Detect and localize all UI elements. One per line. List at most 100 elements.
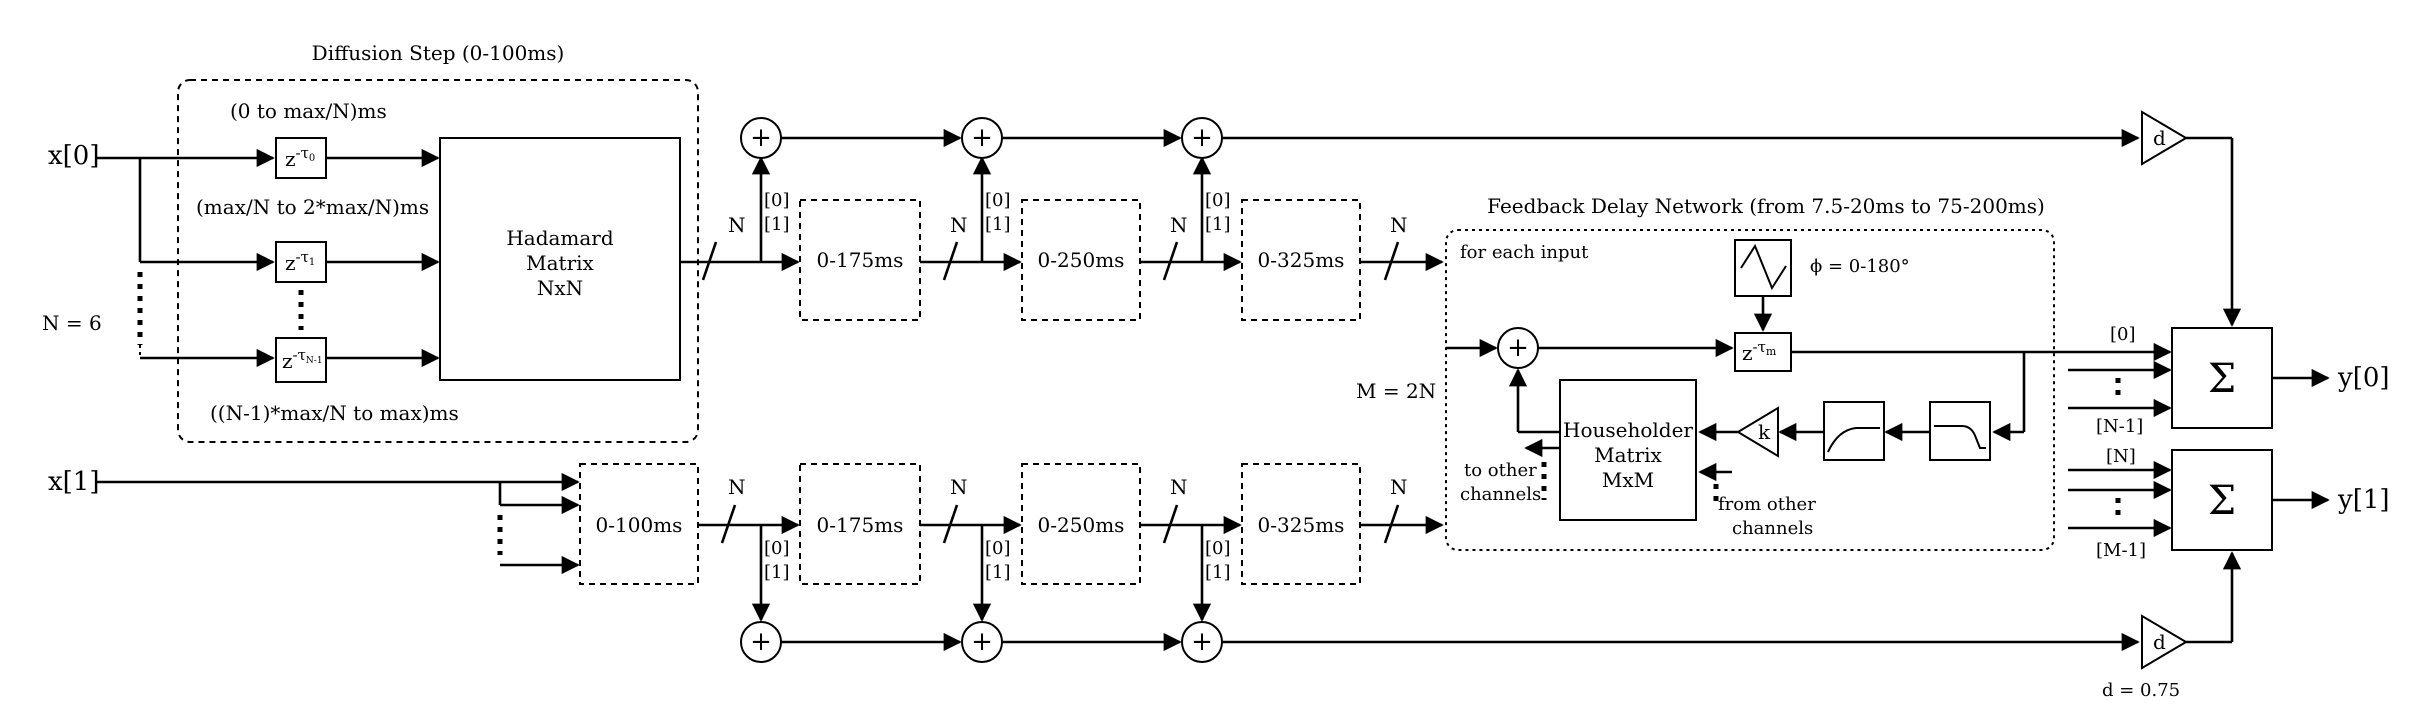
idx-top-1-b: [1] xyxy=(764,214,790,235)
lowpass-filter xyxy=(1929,401,1991,461)
idx-bot-1-a: [0] xyxy=(764,538,790,559)
idx-bot-2-a: [0] xyxy=(985,538,1011,559)
output-sum-block-0 xyxy=(2171,327,2273,429)
delay-0-250-top-label: 0-250ms xyxy=(1038,248,1125,272)
tapN-range-label: ((N-1)*max/N to max)ms xyxy=(210,401,459,425)
output-sum-block-1 xyxy=(2171,449,2273,551)
sum1-in-label-n: [N] xyxy=(2106,446,2136,467)
highpass-curve-icon xyxy=(1827,427,1880,453)
tap0-sub: 0 xyxy=(309,153,315,164)
bus-n-top-1: N xyxy=(728,213,746,237)
tap1-sub: 1 xyxy=(309,257,315,268)
to-other-channels-2: channels xyxy=(1460,484,1541,505)
tap0-z: z xyxy=(285,147,296,171)
mod-delay-tau: -τ xyxy=(1753,338,1766,356)
idx-bot-3-a: [0] xyxy=(1205,538,1231,559)
svg-text:z-τm: z-τm xyxy=(1742,338,1777,365)
sum-node-bot-3-plus: + xyxy=(1191,627,1213,657)
delay-0-325-top xyxy=(1241,199,1361,321)
tap1-delay-box xyxy=(275,241,327,283)
idx-top-1-a: [0] xyxy=(764,190,790,211)
tap0-delay-box xyxy=(275,137,327,179)
sum-node-bot-2-plus: + xyxy=(971,627,993,657)
to-other-channels-1: to other xyxy=(1464,460,1537,481)
bus-n-top-3: N xyxy=(1170,213,1188,237)
svg-text:z-τ0: z-τ0 xyxy=(285,144,315,171)
tapN-delay-box xyxy=(275,337,327,383)
sum-node-top-1-plus: + xyxy=(750,123,772,153)
delay-0-100 xyxy=(579,463,699,585)
mod-delay-sub: m xyxy=(1766,345,1777,358)
idx-bot-1-b: [1] xyxy=(764,562,790,583)
householder-matrix-block xyxy=(1559,379,1697,521)
bus-n-bot-4: N xyxy=(1390,475,1408,499)
sum-node-top-2-plus: + xyxy=(971,123,993,153)
tap1-tau: -τ xyxy=(296,248,309,266)
delay-0-250-top xyxy=(1021,199,1141,321)
sum1-in-label-m1: [M-1] xyxy=(2096,540,2146,561)
hadamard-matrix-block xyxy=(439,137,681,381)
delay-0-175-bot-label: 0-175ms xyxy=(817,513,904,537)
from-other-channels-1: from other xyxy=(1718,494,1816,515)
tap1-z: z xyxy=(285,251,296,275)
gain-d-top-label: d xyxy=(2153,126,2166,150)
idx-top-2-b: [1] xyxy=(985,214,1011,235)
phi-label: ϕ = 0-180° xyxy=(1810,256,1910,277)
bus-n-bot-3: N xyxy=(1170,475,1188,499)
sum0-in-label-0: [0] xyxy=(2110,324,2136,345)
output-sum-1-sigma: Σ xyxy=(2208,478,2236,524)
sum-node-top-3-plus: + xyxy=(1191,123,1213,153)
lowpass-curve-icon xyxy=(1934,425,1986,449)
delay-0-325-bot xyxy=(1241,463,1361,585)
input-x1-label: x[1] xyxy=(48,467,100,497)
d-value-label: d = 0.75 xyxy=(2102,680,2180,701)
fdn-title: Feedback Delay Network (from 7.5-20ms to… xyxy=(1487,194,2045,218)
from-other-channels-2: channels xyxy=(1732,518,1813,539)
delay-0-250-bot xyxy=(1021,463,1141,585)
m-equals-label: M = 2N xyxy=(1356,379,1436,403)
highpass-filter xyxy=(1823,401,1885,461)
fdn-for-each-input: for each input xyxy=(1460,242,1589,263)
delay-0-100-label: 0-100ms xyxy=(596,513,683,537)
tap1-range-label: (max/N to 2*max/N)ms xyxy=(196,195,429,219)
triangle-wave-icon xyxy=(1740,243,1787,291)
n-equals-label: N = 6 xyxy=(42,311,102,335)
householder-label-1: Householder xyxy=(1563,418,1693,442)
gain-k xyxy=(1736,406,1779,458)
bus-n-top-4: N xyxy=(1390,213,1408,237)
bus-n-bot-2: N xyxy=(950,475,968,499)
sum0-in-label-n1: [N-1] xyxy=(2096,416,2143,437)
svg-text:z-τ1: z-τ1 xyxy=(285,248,315,275)
gain-d-bottom-label: d xyxy=(2153,630,2166,654)
mod-delay-z: z xyxy=(1742,341,1753,365)
gain-k-label: k xyxy=(1758,420,1771,444)
output-y1-label: y[1] xyxy=(2337,485,2390,515)
output-y0-label: y[0] xyxy=(2337,363,2390,393)
delay-0-175-bot xyxy=(799,463,921,585)
input-x0-label: x[0] xyxy=(48,141,100,171)
output-sum-0-sigma: Σ xyxy=(2208,356,2236,402)
idx-top-3-b: [1] xyxy=(1205,214,1231,235)
delay-0-175-top xyxy=(799,199,921,321)
bus-n-bot-1: N xyxy=(728,475,746,499)
hadamard-label-3: NxN xyxy=(537,276,583,300)
tap0-tau: -τ xyxy=(296,144,309,162)
delay-0-325-top-label: 0-325ms xyxy=(1258,248,1345,272)
fdn-sum-node-plus: + xyxy=(1507,333,1529,363)
hadamard-label-1: Hadamard xyxy=(506,226,614,250)
svg-text:z-τN-1: z-τN-1 xyxy=(282,346,323,373)
idx-top-3-a: [0] xyxy=(1205,190,1231,211)
householder-label-2: Matrix xyxy=(1594,443,1662,467)
bus-n-top-2: N xyxy=(950,213,968,237)
householder-label-3: MxM xyxy=(1602,468,1654,492)
idx-bot-2-b: [1] xyxy=(985,562,1011,583)
idx-bot-3-b: [1] xyxy=(1205,562,1231,583)
gain-d-top xyxy=(2141,110,2188,166)
diffusion-step-title: Diffusion Step (0-100ms) xyxy=(312,41,565,65)
tapN-z: z xyxy=(282,349,293,373)
tapN-tau: -τ xyxy=(293,346,306,364)
sum-node-bot-1-plus: + xyxy=(750,627,772,657)
fdn-region xyxy=(1445,229,2055,551)
hadamard-label-2: Matrix xyxy=(526,251,594,275)
